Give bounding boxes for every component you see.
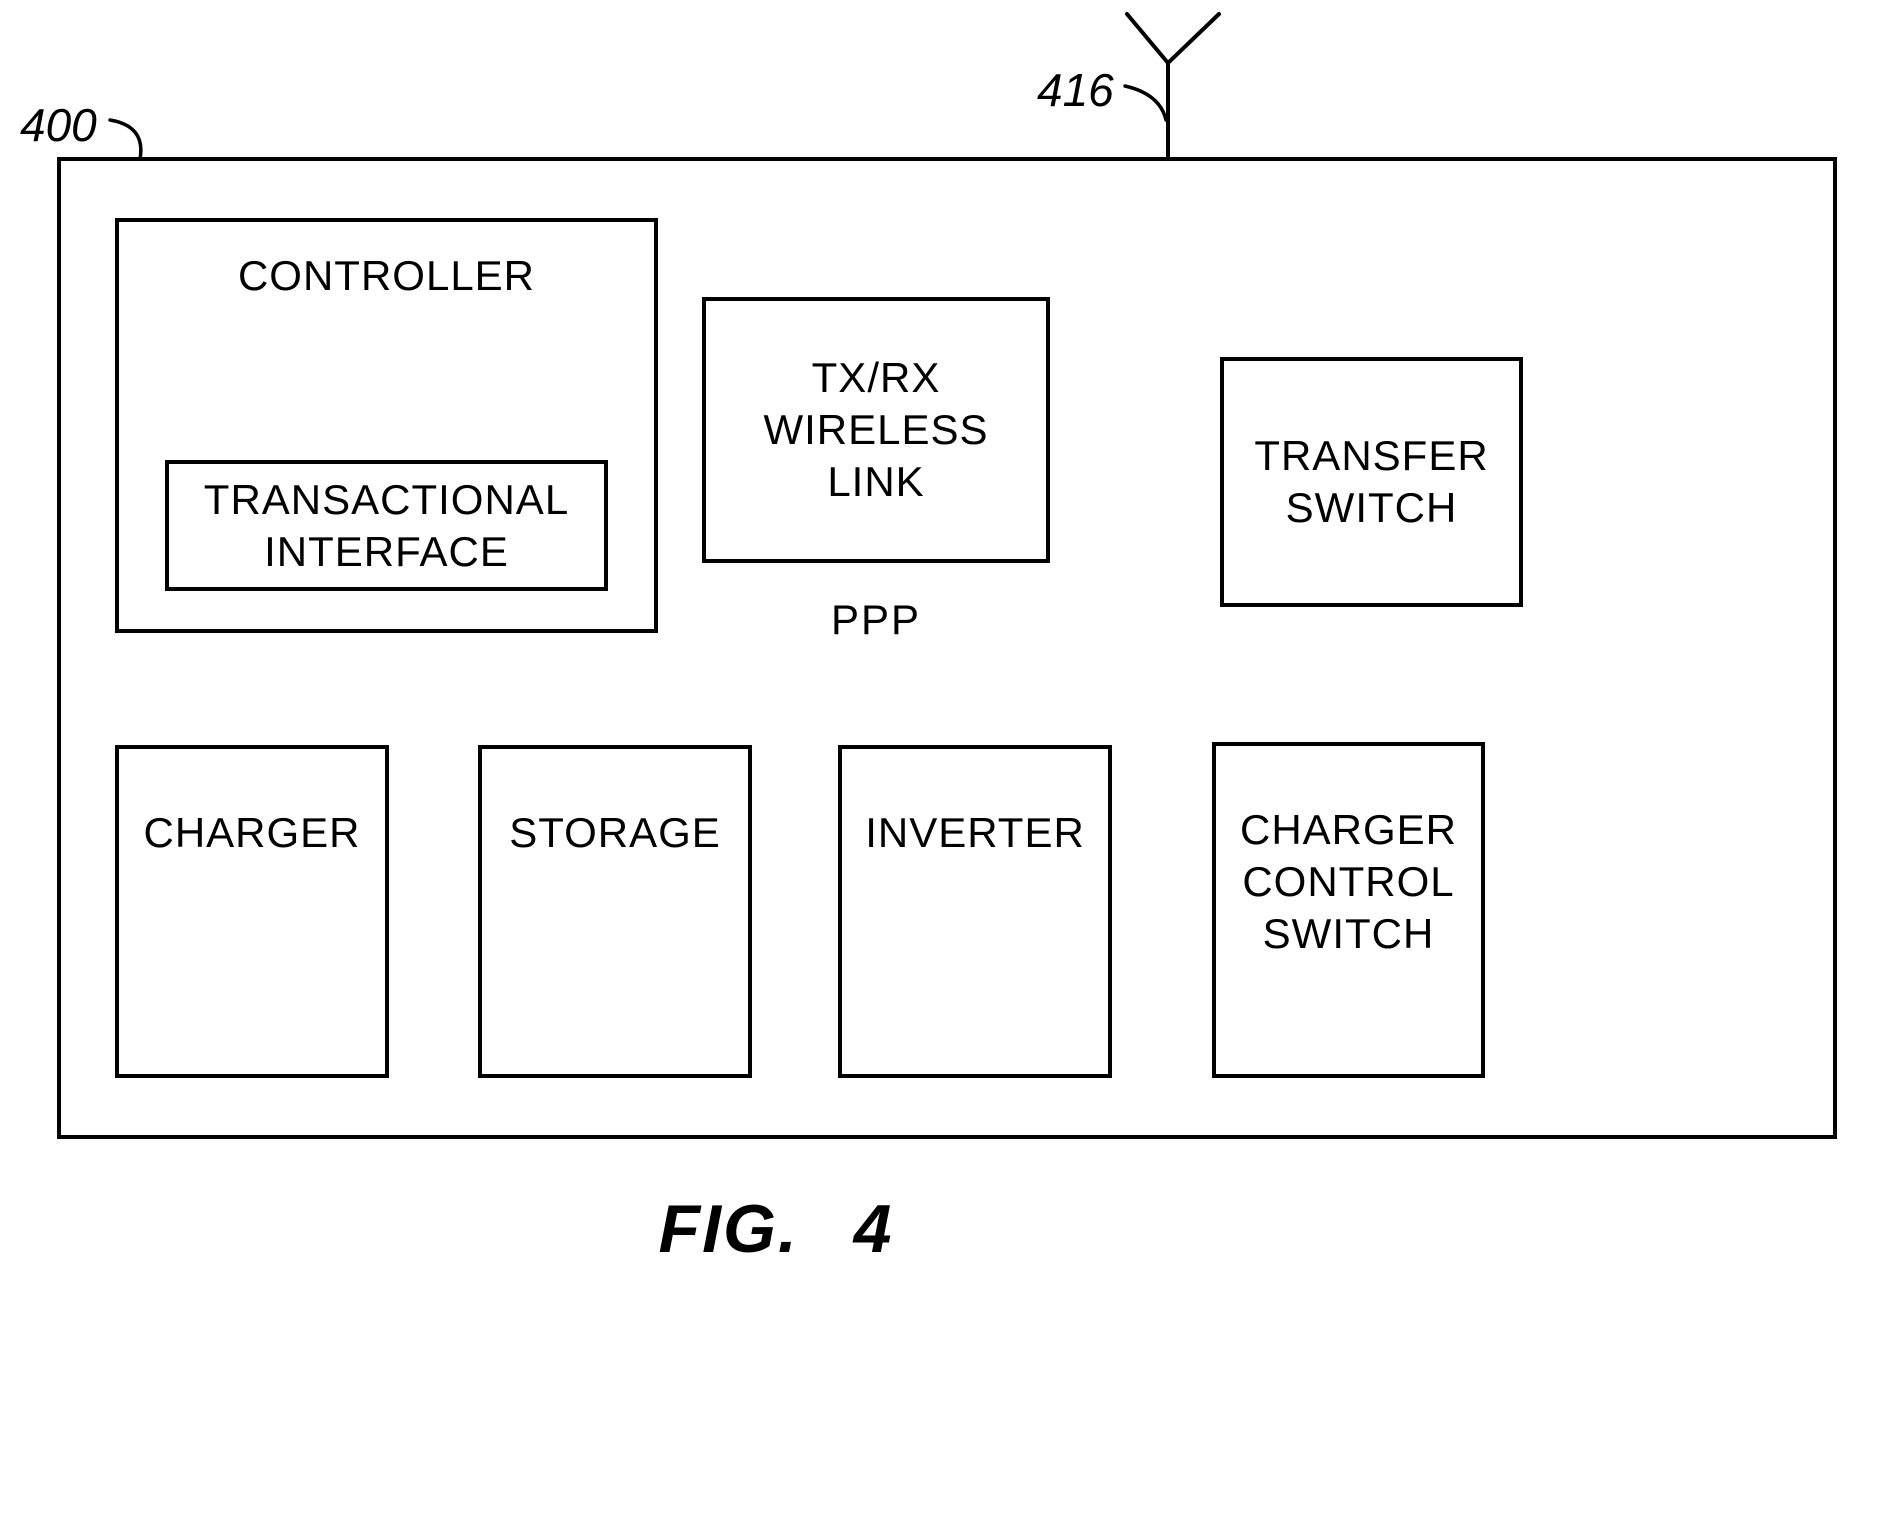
charger-control-switch-label-line3: SWITCH <box>1262 910 1435 957</box>
transfer-switch-label-line2: SWITCH <box>1285 484 1458 531</box>
charger-label: CHARGER <box>143 809 361 856</box>
inverter-label: INVERTER <box>865 809 1085 856</box>
block-transactional-interface: TRANSACTIONAL INTERFACE <box>165 460 608 591</box>
antenna-icon <box>1125 12 1221 66</box>
charger-control-switch-label-line2: CONTROL <box>1242 858 1455 905</box>
leader-line-400 <box>108 118 143 161</box>
ref-label-400: 400 <box>20 99 97 151</box>
ppp-label: PPP <box>830 596 922 643</box>
txrx-label-line3: LINK <box>827 458 925 505</box>
controller-label: CONTROLLER <box>237 252 536 299</box>
block-inverter: INVERTER <box>838 745 1112 1078</box>
block-charger: CHARGER <box>115 745 389 1078</box>
leader-line-416 <box>1123 84 1168 122</box>
txrx-label-line1: TX/RX <box>811 354 941 401</box>
txrx-label-line2: WIRELESS <box>763 406 989 453</box>
block-transfer-switch: TRANSFER SWITCH <box>1220 357 1523 607</box>
transfer-switch-label-line1: TRANSFER <box>1254 432 1489 479</box>
block-charger-control-switch: CHARGER CONTROL SWITCH <box>1212 742 1485 1078</box>
charger-control-switch-label-line1: CHARGER <box>1239 806 1458 853</box>
block-storage: STORAGE <box>478 745 752 1078</box>
storage-label: STORAGE <box>509 809 721 856</box>
figure-caption: FIG. 4 <box>658 1191 894 1267</box>
transactional-interface-label-line2: INTERFACE <box>264 527 509 575</box>
block-txrx-wireless-link: TX/RX WIRELESS LINK <box>702 297 1050 563</box>
ref-label-416: 416 <box>1037 64 1114 116</box>
transactional-interface-label-line1: TRANSACTIONAL <box>203 475 570 523</box>
